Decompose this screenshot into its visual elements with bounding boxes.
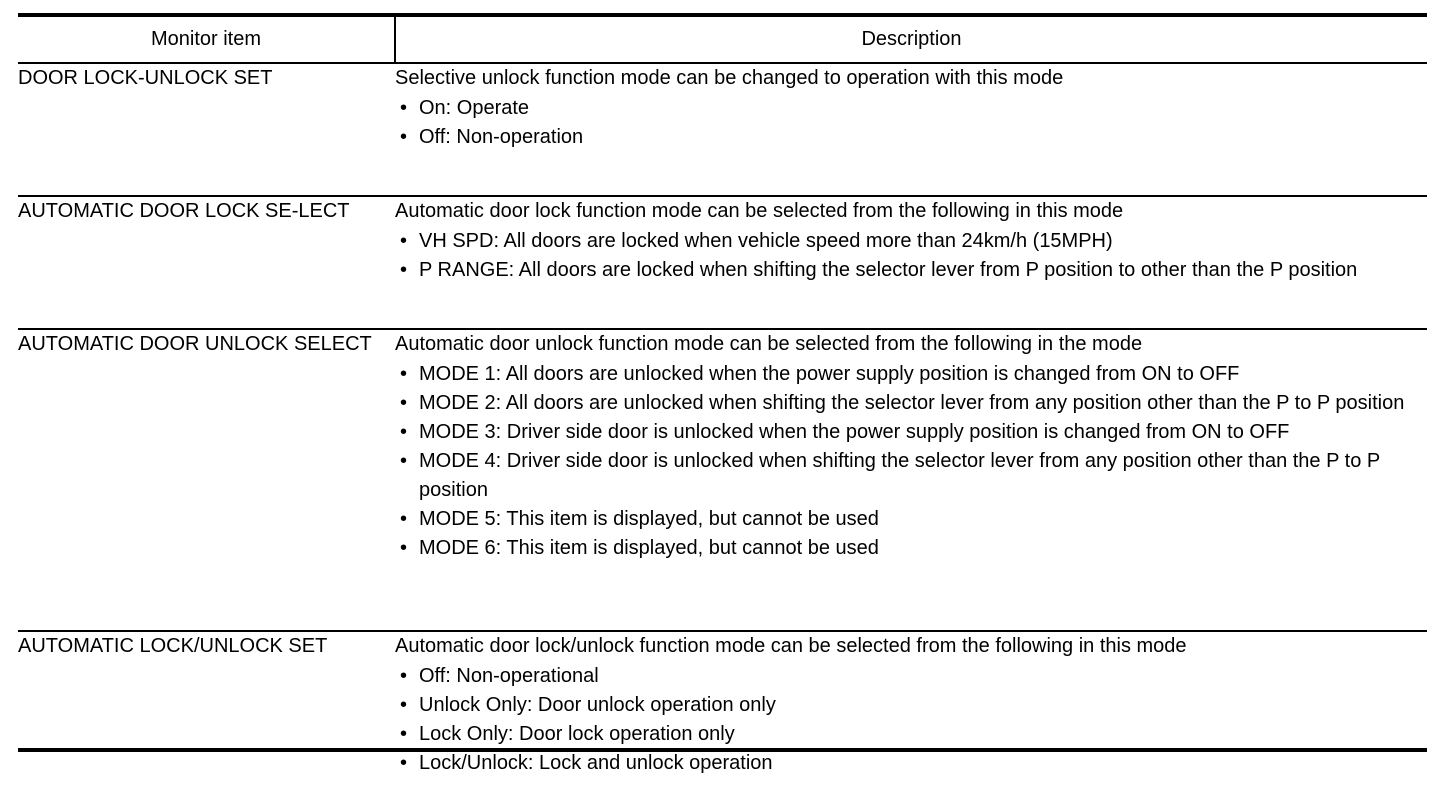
list-item-text: MODE 6: This item is displayed, but cann… [419,537,879,559]
cell-description: Selective unlock function mode can be ch… [395,63,1427,197]
list-item-text: MODE 1: All doors are unlocked when the … [419,363,1240,385]
table-row: AUTOMATIC LOCK/UNLOCK SET Automatic door… [18,631,1427,786]
cell-monitor-item: AUTOMATIC DOOR LOCK SE-LECT [18,196,395,330]
table-row: AUTOMATIC DOOR LOCK SE-LECT Automatic do… [18,196,1427,330]
document-page: Monitor item Description DOOR LOCK-UNLOC… [18,13,1427,774]
list-item-text: Off: Non-operational [419,665,599,687]
bullet-icon: • [400,450,408,472]
list-item: • MODE 2: All doors are unlocked when sh… [395,389,1427,418]
table-row: DOOR LOCK-UNLOCK SET Selective unlock fu… [18,63,1427,197]
table-body: DOOR LOCK-UNLOCK SET Selective unlock fu… [18,63,1427,786]
cell-description: Automatic door lock function mode can be… [395,196,1427,330]
bullet-icon: • [400,508,408,530]
list-item-text: Off: Non-operation [419,126,584,148]
cell-monitor-item: AUTOMATIC LOCK/UNLOCK SET [18,631,395,786]
monitor-item-label: AUTOMATIC DOOR UNLOCK SELECT [18,333,372,355]
column-header-monitor-item: Monitor item [18,17,396,64]
list-item-text: MODE 5: This item is displayed, but cann… [419,508,879,530]
list-item-text: MODE 2: All doors are unlocked when shif… [419,392,1405,414]
monitor-item-label: DOOR LOCK-UNLOCK SET [18,67,273,89]
cell-monitor-item: DOOR LOCK-UNLOCK SET [18,63,395,197]
bullet-icon: • [400,392,408,414]
table-bottom-rule [18,748,1427,752]
description-intro: Automatic door unlock function mode can … [395,333,1143,355]
list-item: • MODE 3: Driver side door is unlocked w… [395,418,1427,447]
table-header-row: Monitor item Description [18,17,1427,64]
bullet-icon: • [400,97,408,119]
list-item: • MODE 4: Driver side door is unlocked w… [395,447,1427,505]
list-item-text: MODE 4: Driver side door is unlocked whe… [419,450,1380,501]
list-item-text: VH SPD: All doors are locked when vehicl… [419,230,1113,252]
list-item: • P RANGE: All doors are locked when shi… [395,256,1427,285]
list-item: • MODE 1: All doors are unlocked when th… [395,360,1427,389]
bullet-icon: • [400,259,408,281]
cell-description: Automatic door lock/unlock function mode… [395,631,1427,786]
bullet-icon: • [400,230,408,252]
description-intro: Automatic door lock/unlock function mode… [395,635,1187,657]
list-item: • Off: Non-operational [395,662,1427,691]
cell-description: Automatic door unlock function mode can … [395,329,1427,632]
list-item: • VH SPD: All doors are locked when vehi… [395,227,1427,256]
monitor-item-label: AUTOMATIC DOOR LOCK SE-LECT [18,200,350,222]
list-item-text: Unlock Only: Door unlock operation only [419,694,776,716]
bullet-icon: • [400,126,408,148]
description-bullet-list: • On: Operate • Off: Non-operation [395,94,1427,152]
monitor-item-description-table: Monitor item Description DOOR LOCK-UNLOC… [18,17,1427,786]
description-bullet-list: • VH SPD: All doors are locked when vehi… [395,227,1427,285]
bullet-icon: • [400,665,408,687]
bullet-icon: • [400,752,408,774]
list-item: • MODE 5: This item is displayed, but ca… [395,505,1427,534]
monitor-item-label: AUTOMATIC LOCK/UNLOCK SET [18,635,328,657]
description-bullet-list: • Off: Non-operational • Unlock Only: Do… [395,662,1427,778]
table-header: Monitor item Description [18,17,1427,64]
list-item-text: P RANGE: All doors are locked when shift… [419,259,1358,281]
list-item: • MODE 6: This item is displayed, but ca… [395,534,1427,563]
bullet-icon: • [400,694,408,716]
description-bullet-list: • MODE 1: All doors are unlocked when th… [395,360,1427,563]
list-item-text: Lock Only: Door lock operation only [419,723,735,745]
bullet-icon: • [400,421,408,443]
bullet-icon: • [400,363,408,385]
description-intro: Selective unlock function mode can be ch… [395,67,1064,89]
column-header-description: Description [395,17,1427,64]
list-item: • Unlock Only: Door unlock operation onl… [395,691,1427,720]
table-row: AUTOMATIC DOOR UNLOCK SELECT Automatic d… [18,329,1427,632]
table-top-rule [18,13,1427,17]
list-item: • Off: Non-operation [395,123,1427,152]
cell-monitor-item: AUTOMATIC DOOR UNLOCK SELECT [18,329,395,632]
list-item-text: MODE 3: Driver side door is unlocked whe… [419,421,1290,443]
list-item: • Lock Only: Door lock operation only [395,720,1427,749]
bullet-icon: • [400,537,408,559]
list-item-text: On: Operate [419,97,530,119]
list-item: • On: Operate [395,94,1427,123]
description-intro: Automatic door lock function mode can be… [395,200,1124,222]
bullet-icon: • [400,723,408,745]
